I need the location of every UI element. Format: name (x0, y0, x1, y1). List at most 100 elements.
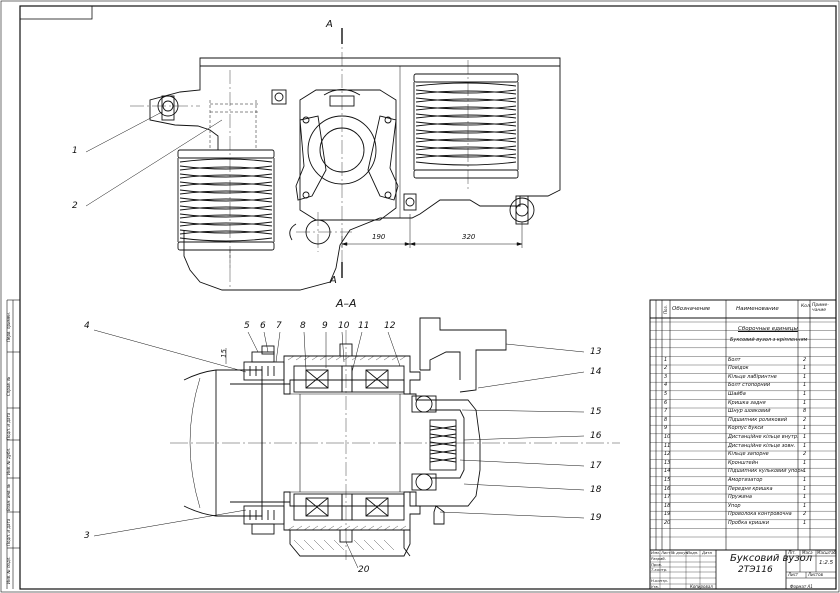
side-strip-label: Перв. примен. (6, 311, 11, 342)
spec-row-qty: 1 (803, 476, 807, 483)
tb-copied: Копировал (690, 584, 713, 589)
spec-row-pos: 13 (664, 459, 671, 466)
spec-row-name: Упор (728, 502, 741, 509)
tb-role-0: Разраб. (651, 556, 666, 561)
callout-6: 6 (260, 321, 266, 331)
dimension-15: 15 (219, 349, 228, 358)
spec-header-name: Наименование (736, 306, 779, 312)
callout-11: 11 (358, 321, 370, 331)
spec-row-pos: 3 (664, 373, 668, 380)
callout-4: 4 (84, 321, 90, 331)
spec-row-qty: 1 (803, 519, 807, 526)
tb-role-3: Н.контр. (651, 578, 668, 583)
callout-5: 5 (244, 321, 250, 331)
right-bolt (509, 195, 535, 225)
spec-row-qty: 8 (803, 408, 807, 415)
spec-row-qty: 1 (803, 399, 807, 406)
spec-row-qty: 2 (803, 451, 807, 458)
spec-row-pos: 7 (664, 408, 668, 415)
cut-letter-top: А (326, 19, 333, 30)
spec-row-name: Корпус букси (728, 425, 764, 432)
right-spring (413, 73, 519, 179)
callout-18: 18 (590, 485, 602, 495)
spec-row-pos: 17 (664, 494, 671, 501)
spec-row-qty: 2 (803, 511, 807, 518)
spec-row-qty: 2 (803, 416, 807, 423)
callout-17: 17 (590, 461, 602, 471)
side-strip-label: Взам. инв. № (6, 483, 11, 511)
spec-header-designation: Обозначение (672, 306, 711, 312)
spec-row-name: Підшипник роликовий (728, 416, 788, 423)
spec-row-pos: 19 (664, 511, 671, 518)
tb-change-doc: № докум. (671, 550, 690, 555)
spec-row-name: Кільце лабіринтне (728, 373, 777, 380)
drawing-title: Буксовий вузол (730, 553, 813, 564)
section-title: А–А (336, 297, 357, 310)
spec-row-pos: 11 (664, 442, 671, 449)
tb-format: Формат А1 (790, 584, 813, 589)
tb-change-sign: Подп. (687, 550, 699, 555)
spec-row-pos: 9 (664, 425, 668, 432)
side-strip-label: Инв. № дубл. (6, 447, 11, 475)
spec-row-name: Проволока контровочна (728, 511, 792, 518)
spec-row-name: Болт стопорний (728, 382, 771, 389)
spec-row-name: Кришка задня (728, 399, 766, 406)
tb-scale-label: Масштаб (817, 550, 837, 555)
left-bolt (157, 95, 179, 121)
spec-row-pos: 20 (664, 519, 671, 526)
spec-row-qty: 1 (803, 373, 807, 380)
spec-row-name: Кільце запорне (728, 451, 769, 458)
spec-row-pos: 6 (664, 399, 668, 406)
spec-row-qty: 1 (803, 365, 807, 372)
leaders-section (93, 329, 585, 569)
spec-header-note: Приме-чание (812, 303, 829, 313)
spec-row-pos: 14 (664, 468, 671, 475)
dimension-320: 320 (462, 233, 476, 241)
spec-row-qty: 1 (803, 494, 807, 501)
cut-letter-bottom: А (330, 275, 337, 286)
spec-table-grid (649, 299, 837, 551)
spec-row-pos: 5 (664, 390, 668, 397)
spec-row-qty: 1 (803, 433, 807, 440)
spec-row-qty: 1 (803, 459, 807, 466)
spec-row-name: Шайба (728, 390, 746, 397)
spec-section-header: Сборочные единицы (738, 326, 798, 332)
front-cover-bracket (403, 317, 507, 557)
spec-row-name: Болт (728, 356, 741, 363)
tb-role-1: Пров. (651, 562, 663, 567)
spec-row-qty: 1 (803, 425, 807, 432)
spec-assembly-row: Буксовий вузол з кріпленням (730, 337, 808, 343)
spec-row-pos: 15 (664, 476, 671, 483)
callout-20: 20 (358, 565, 370, 575)
side-strip-label: Подп. и дата (6, 518, 11, 546)
side-strip-label: Справ. № (6, 376, 11, 396)
spec-row-pos: 2 (664, 365, 668, 372)
spec-row-name: Підшипник кульковий упорн. (728, 468, 806, 475)
callout-14: 14 (590, 367, 602, 377)
spec-row-pos: 4 (664, 382, 668, 389)
spec-row-pos: 16 (664, 485, 671, 492)
callout-15: 15 (590, 407, 602, 417)
spec-row-name: Кронштейн (728, 459, 759, 466)
spec-row-name: Повідок (728, 365, 749, 372)
side-strip-label: Подп. и дата (6, 412, 11, 440)
tb-change-izm: Изм. (651, 550, 660, 555)
leaders-top (85, 111, 223, 207)
tb-change-list: Лист (661, 550, 671, 555)
callout-1: 1 (72, 146, 78, 156)
tb-sheets-label: Листов (808, 572, 823, 577)
roller-bearings (293, 365, 405, 521)
spec-header-pos: Поз. (663, 305, 668, 314)
spec-row-qty: 2 (803, 356, 807, 363)
callout-7: 7 (276, 321, 282, 331)
dimension-lines (341, 214, 523, 248)
callout-8: 8 (300, 321, 306, 331)
axle-box-top (271, 89, 417, 245)
left-strip (6, 299, 20, 589)
spec-row-pos: 1 (664, 356, 668, 363)
tb-role-4: Утв. (651, 584, 659, 589)
callout-19: 19 (590, 513, 602, 523)
spec-row-qty: 1 (803, 485, 807, 492)
